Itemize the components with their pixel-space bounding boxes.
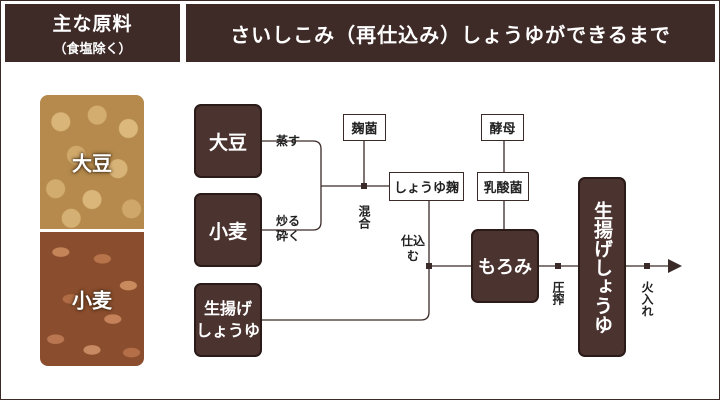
box-koji-mold: 麹菌	[343, 114, 386, 141]
ingredients-title: 主な原料	[52, 13, 133, 35]
wheat-photo: 小麦	[40, 232, 144, 366]
step-brew-line2: む	[407, 249, 420, 263]
step-mix: 混合	[357, 205, 371, 229]
node-final-raw-soy-sauce: 生揚げしょうゆ	[578, 177, 626, 357]
node-final-label: 生揚げしょうゆ	[591, 200, 613, 334]
soybean-photo-label: 大豆	[72, 151, 112, 176]
box-soy-koji: しょうゆ麹	[389, 172, 464, 201]
ingredients-header: 主な原料 （食塩除く）	[5, 4, 180, 62]
step-roast-line1: 炒る	[276, 214, 301, 228]
output-arrow-icon	[668, 259, 682, 273]
process-header: さいしこみ（再仕込み）しょうゆができるまで	[186, 4, 715, 62]
node-moromi-label: もろみ	[478, 257, 532, 278]
press-dot	[555, 263, 561, 269]
step-roast: 炒る 砕く	[276, 214, 300, 244]
box-lactic-bacteria-label: 乳酸菌	[483, 181, 523, 196]
brew-dot	[426, 263, 432, 269]
node-moromi: もろみ	[471, 229, 539, 303]
node-soybean-label: 大豆	[208, 131, 247, 154]
box-yeast-label: 酵母	[489, 122, 516, 137]
step-brew-line1: 仕込	[401, 234, 426, 248]
steam-connector	[262, 140, 322, 186]
box-soy-koji-label: しょうゆ麹	[393, 181, 459, 196]
heat-dot	[644, 263, 650, 269]
node-wheat: 小麦	[194, 193, 262, 267]
node-raw-soy-sauce: 生揚げ しょうゆ	[194, 283, 262, 357]
step-press: 圧搾	[551, 281, 565, 305]
step-heat: 火入れ	[640, 281, 654, 317]
process-title: さいしこみ（再仕込み）しょうゆができるまで	[230, 22, 671, 47]
wheat-photo-label: 小麦	[72, 288, 112, 313]
node-raw-soy-sauce-line1: 生揚げ	[203, 299, 252, 318]
soybean-photo: 大豆	[40, 95, 144, 229]
step-roast-line2: 砕く	[276, 229, 301, 243]
box-koji-mold-label: 麹菌	[351, 122, 378, 137]
node-wheat-label: 小麦	[208, 220, 247, 243]
roast-connector	[262, 186, 322, 231]
box-yeast: 酵母	[481, 114, 524, 141]
step-steam: 蒸す	[276, 134, 301, 148]
box-lactic-bacteria: 乳酸菌	[477, 172, 529, 201]
node-raw-soy-sauce-line2: しょうゆ	[196, 321, 261, 340]
kiage-connector	[262, 266, 430, 321]
mix-dot	[361, 183, 367, 189]
ingredients-subtitle: （食塩除く）	[53, 42, 132, 57]
step-brew: 仕込 む	[401, 234, 425, 264]
node-soybean: 大豆	[194, 104, 262, 178]
